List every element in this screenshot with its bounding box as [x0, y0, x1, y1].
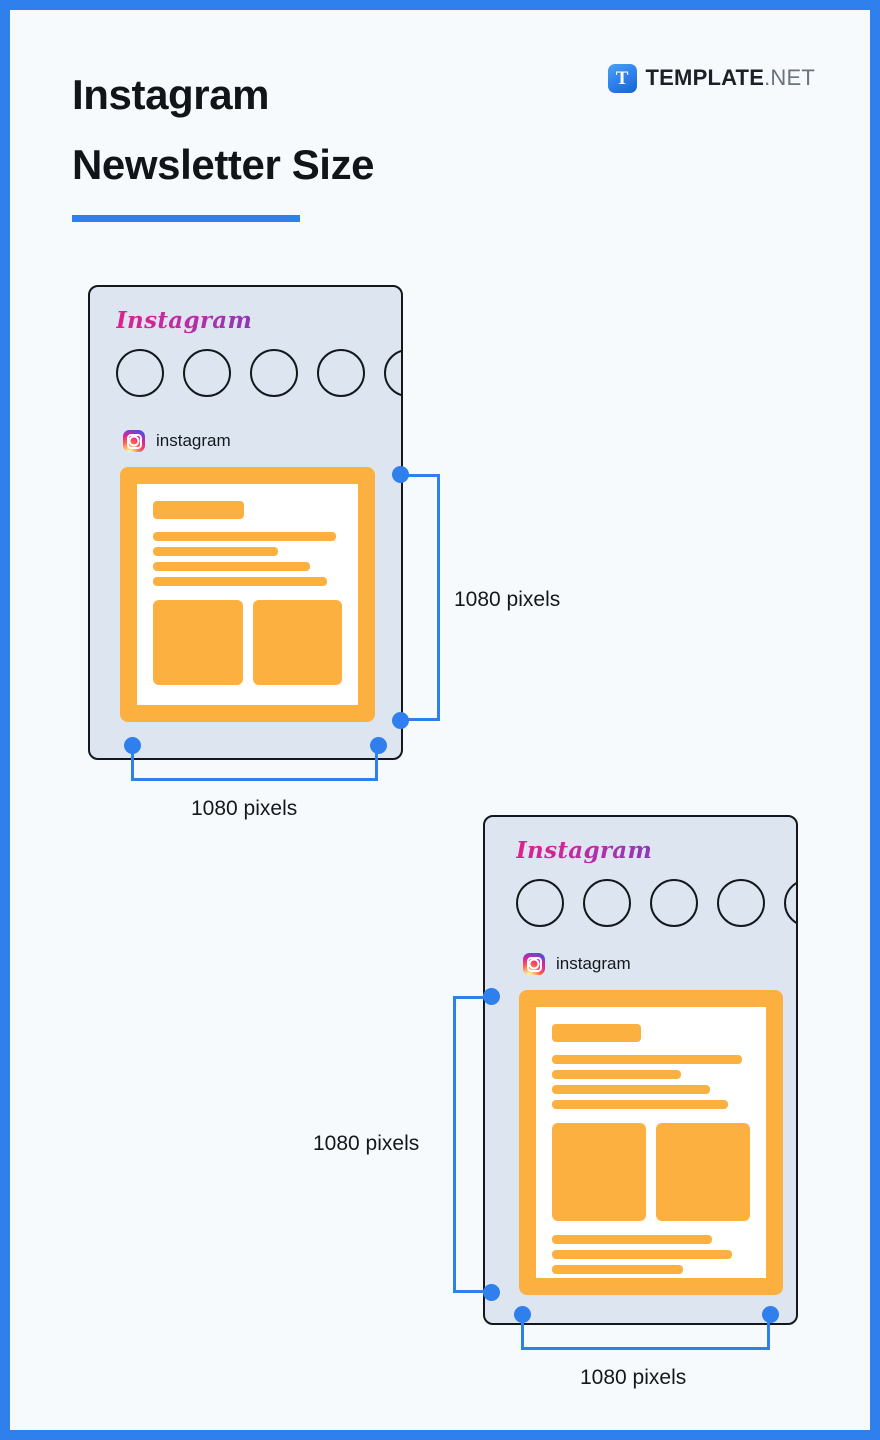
mockup-heading-bar: [153, 501, 244, 519]
story-circle: [250, 349, 298, 397]
instagram-handle: instagram: [156, 431, 231, 450]
height-label-card-2: 1080 pixels: [313, 1132, 420, 1155]
story-circle: [384, 349, 401, 397]
mockup-text-line: [552, 1055, 743, 1064]
mockup-image-block: [552, 1123, 646, 1221]
story-circle: [317, 349, 365, 397]
story-circles-row: [116, 349, 401, 397]
measure-dot-bottom-right-1: [392, 712, 409, 729]
mockup-image-row: [153, 600, 342, 685]
height-bracket-card-2: [453, 996, 491, 1293]
mockup-text-line: [153, 562, 310, 571]
story-circle: [784, 879, 796, 927]
newsletter-mockup-square: [120, 467, 375, 722]
mockup-image-block: [153, 600, 243, 685]
width-bracket-card-2: [521, 1314, 770, 1350]
mockup-text-line: [552, 1250, 733, 1259]
height-label-card-1: 1080 pixels: [454, 588, 561, 611]
instagram-wordmark: Instagram: [116, 307, 253, 334]
width-label-card-2: 1080 pixels: [580, 1366, 687, 1389]
mockup-text-line: [552, 1235, 713, 1244]
newsletter-mockup-page: [536, 1007, 766, 1278]
mockup-image-block: [656, 1123, 750, 1221]
mockup-text-line: [552, 1085, 711, 1094]
mockup-text-line: [153, 577, 327, 586]
instagram-glyph-shape: [526, 956, 542, 972]
instagram-glyph-icon: [123, 430, 145, 452]
width-bracket-card-1: [131, 745, 378, 781]
measure-dot-top-left-2: [483, 988, 500, 1005]
template-net-logo-icon: T: [607, 63, 637, 93]
mockup-text-line: [153, 547, 278, 556]
story-circle: [717, 879, 765, 927]
measure-dot-bottom-right-3: [762, 1306, 779, 1323]
story-circle: [183, 349, 231, 397]
brand-wordmark: TEMPLATE .NET: [646, 65, 815, 91]
infographic-page: Instagram Newsletter Size T TEMPLATE .NE…: [10, 10, 870, 1430]
story-circles-row: [516, 879, 796, 927]
brand-mark-letter: T: [615, 67, 629, 89]
newsletter-mockup-portrait: [519, 990, 783, 1295]
newsletter-mockup-page: [137, 484, 358, 705]
page-title: Instagram Newsletter Size: [72, 60, 592, 200]
brand-name-text: TEMPLATE: [645, 65, 765, 90]
measure-dot-bottom-left-2: [483, 1284, 500, 1301]
brand-logo: T TEMPLATE .NET: [607, 62, 815, 94]
mockup-text-line: [552, 1100, 729, 1109]
mockup-text-line: [153, 532, 337, 541]
instagram-mockup-card-square: Instagram instagram: [88, 285, 403, 760]
measure-dot-top-right-1: [392, 466, 409, 483]
page-title-line-2: Newsletter Size: [72, 141, 375, 188]
title-underline-rule: [72, 215, 300, 222]
width-label-card-1: 1080 pixels: [191, 797, 298, 820]
measure-dot-bottom-right-2-1: [370, 737, 387, 754]
instagram-mockup-card-portrait: Instagram instagram: [483, 815, 798, 1325]
mockup-text-line: [552, 1070, 681, 1079]
profile-row: instagram: [123, 430, 231, 452]
mockup-image-block: [252, 600, 342, 685]
mockup-image-row: [552, 1123, 750, 1221]
story-circle: [116, 349, 164, 397]
story-circle: [516, 879, 564, 927]
story-circle: [650, 879, 698, 927]
mockup-text-line: [552, 1265, 683, 1274]
story-circle: [583, 879, 631, 927]
mockup-heading-bar: [552, 1024, 642, 1042]
instagram-glyph-icon: [523, 953, 545, 975]
brand-tld-text: .NET: [764, 65, 815, 90]
instagram-wordmark: Instagram: [516, 837, 653, 864]
profile-row: instagram: [523, 953, 631, 975]
page-title-line-1: Instagram: [72, 71, 270, 118]
instagram-glyph-shape: [126, 433, 142, 449]
height-bracket-card-1: [402, 474, 440, 721]
instagram-handle: instagram: [556, 954, 631, 973]
